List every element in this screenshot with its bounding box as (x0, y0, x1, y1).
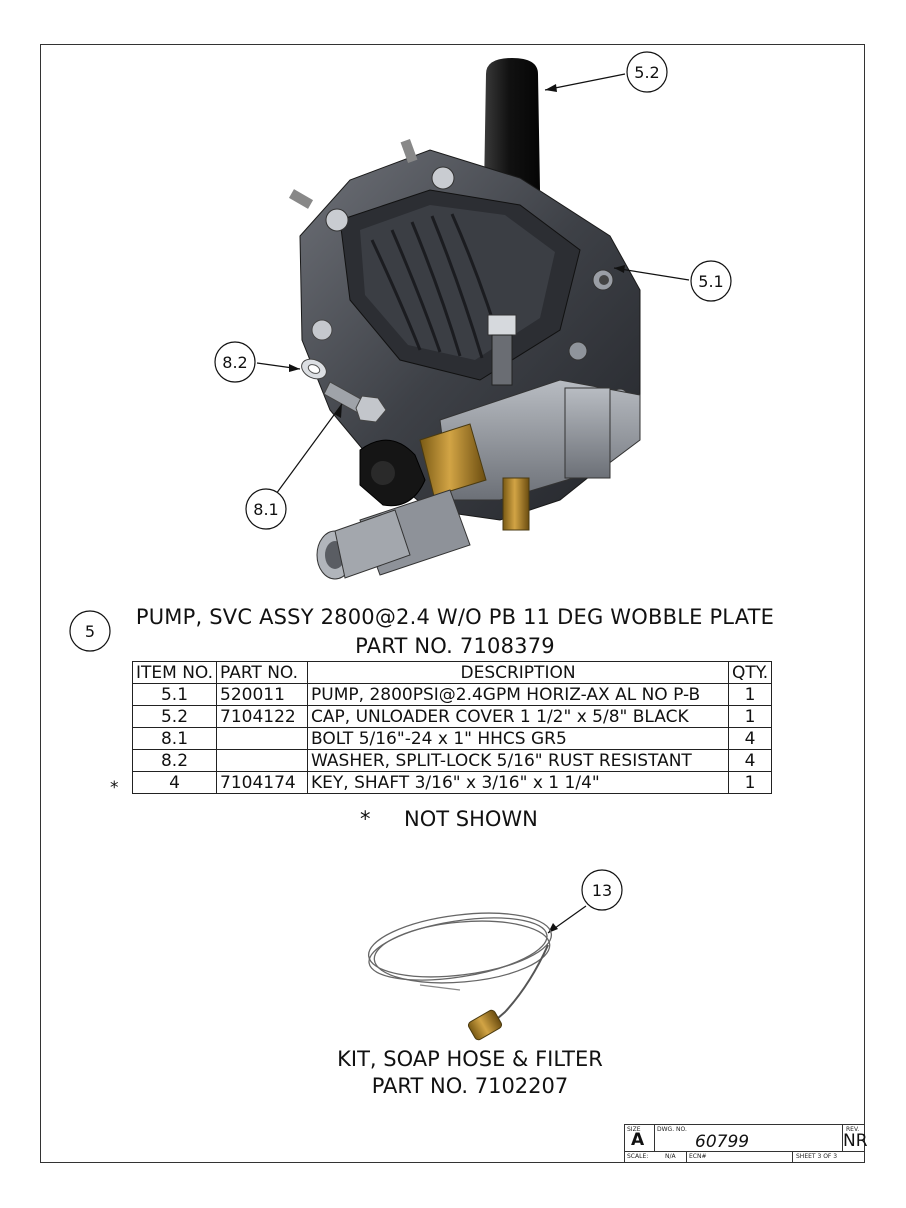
scale-cell: SCALE: N/A (625, 1151, 687, 1163)
callout-5-1: 5.1 (690, 260, 732, 302)
sheet-cell: SHEET 3 OF 3 (796, 1153, 838, 1160)
callout-8-2: 8.2 (214, 341, 256, 383)
table-row: 8.2 WASHER, SPLIT-LOCK 5/16" RUST RESIST… (131, 749, 773, 772)
table-row: 5.2 7104122 CAP, UNLOADER COVER 1 1/2" x… (131, 705, 773, 728)
cooling-fins (370, 213, 506, 359)
assembly-title: PUMP, SVC ASSY 2800@2.4 W/O PB 11 DEG WO… (135, 605, 775, 629)
size-value: A (631, 1130, 645, 1150)
callout-8-1: 8.1 (245, 488, 287, 530)
soap-filter (467, 1009, 503, 1041)
callout-5: 5 (69, 610, 111, 652)
scale-value: N/A (665, 1153, 676, 1160)
revision: NR (843, 1131, 868, 1151)
not-shown-note: * NOT SHOWN (360, 807, 538, 831)
drawing-number: 60799 (695, 1132, 750, 1152)
parts-table: ITEM NO. PART NO. DESCRIPTION QTY. 5.1 5… (131, 661, 773, 794)
svg-text:8.1: 8.1 (253, 500, 278, 519)
rev-cell: REV. NR (843, 1126, 868, 1151)
manifold (316, 379, 641, 580)
callout-13: 13 (581, 869, 623, 911)
svg-text:13: 13 (592, 881, 612, 900)
size-cell: SIZE A (625, 1125, 655, 1151)
kit-part-number: PART NO. 7102207 (371, 1074, 569, 1098)
svg-text:5: 5 (85, 622, 95, 641)
table-row: 4 7104174 KEY, SHAFT 3/16" x 3/16" x 1 1… (131, 771, 773, 794)
header-qty: QTY. (728, 661, 773, 684)
table-header: ITEM NO. PART NO. DESCRIPTION QTY. (131, 661, 773, 684)
kit-title: KIT, SOAP HOSE & FILTER (337, 1047, 603, 1071)
assembly-part-number: PART NO. 7108379 (355, 634, 555, 658)
drawing-border (40, 44, 865, 1163)
header-part-no: PART NO. (216, 661, 309, 684)
title-block: SIZE A DWG. NO. 60799 REV. NR SCALE: N/A… (624, 1124, 868, 1163)
svg-text:5.1: 5.1 (698, 272, 723, 291)
callout-5-2: 5.2 (626, 51, 668, 93)
note-symbol: * (360, 807, 371, 831)
leader-arrows (289, 84, 625, 933)
soap-hose-illustration (367, 912, 553, 1026)
table-row: 5.1 520011 PUMP, 2800PSI@2.4GPM HORIZ-AX… (131, 683, 773, 706)
dwg-no-cell: DWG. NO. 60799 (655, 1125, 843, 1152)
svg-text:8.2: 8.2 (222, 353, 247, 372)
table-row: 8.1 BOLT 5/16"-24 x 1" HHCS GR5 4 (131, 727, 773, 750)
header-description: DESCRIPTION (307, 661, 730, 684)
header-item-no: ITEM NO. (131, 661, 218, 684)
ecn-cell: ECN# (687, 1151, 793, 1163)
bolt-and-washer (301, 358, 387, 423)
svg-text:5.2: 5.2 (634, 63, 659, 82)
note-text: NOT SHOWN (404, 807, 538, 831)
not-shown-marker: * (110, 778, 119, 798)
